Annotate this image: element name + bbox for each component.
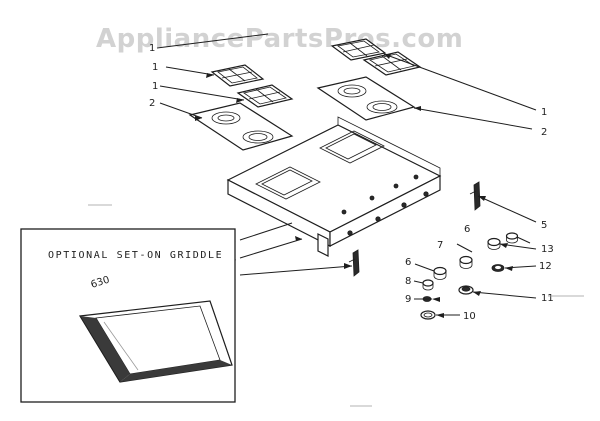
griddle-caption: OPTIONAL SET-ON GRIDDLE xyxy=(48,250,223,261)
callout-10: 10 xyxy=(463,311,476,322)
burner-grate-right-back xyxy=(330,38,387,61)
griddle-drawing xyxy=(79,300,233,383)
burner-grate-left-front xyxy=(236,84,294,108)
callout-1b: 1 xyxy=(152,62,158,73)
ring-12 xyxy=(491,264,505,272)
callout-5a: 5 xyxy=(541,220,547,231)
burner-plate-right xyxy=(316,76,416,121)
griddle-inset: OPTIONAL SET-ON GRIDDLE 630 xyxy=(20,228,236,403)
callout-12: 12 xyxy=(539,261,552,272)
ring-11 xyxy=(458,285,474,295)
leader-lines xyxy=(113,33,537,318)
callout-13: 13 xyxy=(541,244,554,255)
callout-2b: 2 xyxy=(541,127,547,138)
burner-plate-left xyxy=(188,102,294,151)
callout-11: 11 xyxy=(541,293,554,304)
callout-9: 9 xyxy=(405,294,411,305)
callout-7: 7 xyxy=(437,240,443,251)
knob-6-lower xyxy=(433,266,447,280)
callout-6a: 6 xyxy=(464,224,470,235)
callout-1c: 1 xyxy=(152,81,158,92)
bracket-right xyxy=(469,181,481,211)
callout-1a: 1 xyxy=(149,43,155,54)
callout-2a: 2 xyxy=(149,98,155,109)
watermark: AppliancePartsPros.com xyxy=(96,24,463,54)
burner-grate-left-back xyxy=(210,64,265,87)
bracket-left xyxy=(348,249,360,277)
cooktop-main-top xyxy=(226,116,442,257)
callout-1d: 1 xyxy=(541,107,547,118)
callout-6b: 6 xyxy=(405,257,411,268)
knob-13 xyxy=(505,232,519,244)
ring-10 xyxy=(420,310,436,320)
knob-7 xyxy=(459,255,473,269)
knob-6-upper xyxy=(487,237,501,250)
knob-8 xyxy=(422,279,434,291)
callout-8: 8 xyxy=(405,276,411,287)
